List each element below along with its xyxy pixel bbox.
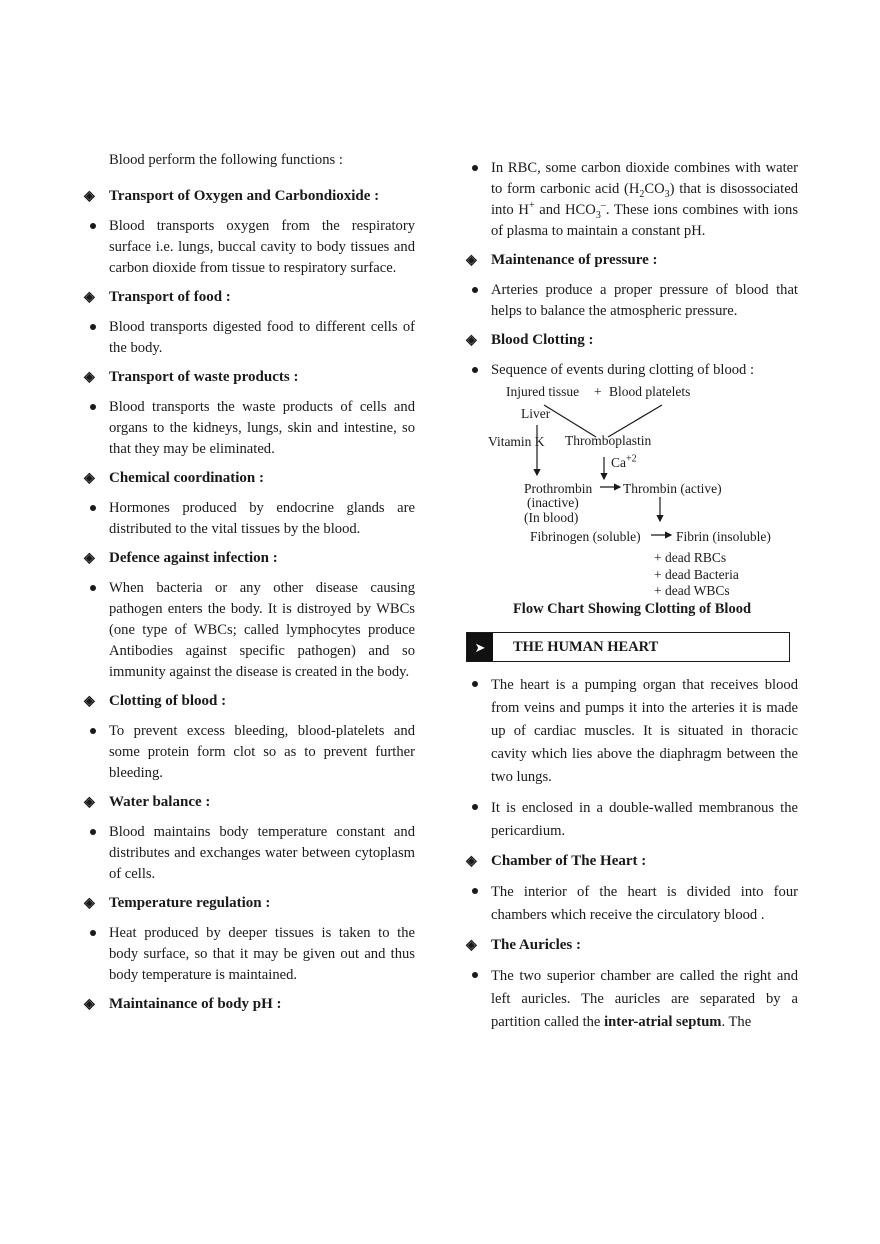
injured-tissue-label: Injured tissue <box>506 384 580 399</box>
section-heading: ◈Transport of Oxygen and Carbondioxide : <box>84 186 415 207</box>
section-heading: ◈Defence against infection : <box>84 548 415 569</box>
list-item: Hormones produced by endocrine glands ar… <box>84 498 415 540</box>
section-heading: ◈Transport of waste products : <box>84 367 415 388</box>
diamond-bullet-icon: ◈ <box>84 694 95 709</box>
diamond-bullet-icon: ◈ <box>84 370 95 385</box>
bullet-dot <box>84 578 109 683</box>
fibrin-label: Fibrin (insoluble) <box>676 529 771 544</box>
diamond-bullet-icon: ◈ <box>466 938 477 953</box>
bullet-dot <box>466 158 491 242</box>
bullet-dot <box>84 822 109 885</box>
diamond-bullet-icon: ◈ <box>84 997 95 1012</box>
diamond-bullet-icon: ◈ <box>466 854 477 869</box>
section-title-box: ➤ THE HUMAN HEART <box>466 632 790 662</box>
in-blood-label: (In blood) <box>524 510 579 525</box>
diamond-bullet-icon: ◈ <box>84 471 95 486</box>
arrow-right-icon: ➤ <box>467 633 493 661</box>
bullet-dot <box>466 965 491 1034</box>
section-heading: ◈Water balance : <box>84 792 415 813</box>
list-item: The two superior chamber are called the … <box>466 965 798 1034</box>
liver-label: Liver <box>521 406 551 421</box>
bullet-dot <box>466 797 491 843</box>
bullet-dot <box>466 360 491 381</box>
fibrinogen-label: Fibrinogen (soluble) <box>530 529 641 544</box>
platelets-to-thromboplastin-line <box>607 404 663 438</box>
bullet-dot <box>466 881 491 927</box>
list-item: Heat produced by deeper tissues is taken… <box>84 923 415 986</box>
blood-platelets-label: Blood platelets <box>609 384 691 399</box>
diamond-bullet-icon: ◈ <box>466 333 477 348</box>
list-item: It is enclosed in a double-walled membra… <box>466 797 798 843</box>
diamond-bullet-icon: ◈ <box>84 795 95 810</box>
section-heading: ◈ Blood Clotting : <box>466 330 798 351</box>
thromboplastin-label: Thromboplastin <box>565 433 652 448</box>
section-heading: ◈ Chamber of The Heart : <box>466 851 798 872</box>
dead-rbcs-label: + dead RBCs <box>654 550 727 565</box>
section-heading: ◈ Maintenance of pressure : <box>466 250 798 271</box>
thrombin-label: Thrombin (active) <box>623 481 722 496</box>
clotting-flow-chart: Injured tissue + Blood platelets Liver V… <box>466 381 798 598</box>
flow-chart-caption: Flow Chart Showing Clotting of Blood <box>512 601 752 617</box>
section-heading: ◈ The Auricles : <box>466 935 798 956</box>
prothrombin-label: Prothrombin <box>524 481 593 496</box>
section-heading: ◈Temperature regulation : <box>84 893 415 914</box>
bullet-dot <box>84 721 109 784</box>
list-item: The interior of the heart is divided int… <box>466 881 798 927</box>
left-sections: ◈Transport of Oxygen and Carbondioxide :… <box>84 186 415 1015</box>
diamond-bullet-icon: ◈ <box>84 189 95 204</box>
left-column: Blood perform the following functions : … <box>84 150 415 1024</box>
section-heading: ◈Clotting of blood : <box>84 691 415 712</box>
rbc-bullet-text: In RBC, some carbon dioxide combines wit… <box>491 160 798 239</box>
section-heading: ◈Transport of food : <box>84 287 415 308</box>
injured-to-thromboplastin-line <box>543 404 597 438</box>
dead-wbcs-label: + dead WBCs <box>654 583 730 598</box>
list-item: Blood transports the waste products of c… <box>84 397 415 460</box>
section-title: THE HUMAN HEART <box>513 638 659 655</box>
bullet-dot <box>84 397 109 460</box>
dead-bacteria-label: + dead Bacteria <box>654 567 739 582</box>
list-item: Arteries produce a proper pressure of bl… <box>466 280 798 322</box>
diamond-bullet-icon: ◈ <box>466 253 477 268</box>
intro-text: Blood perform the following functions : <box>109 152 343 168</box>
bullet-dot <box>84 216 109 279</box>
diamond-bullet-icon: ◈ <box>84 551 95 566</box>
diamond-bullet-icon: ◈ <box>84 290 95 305</box>
list-item: When bacteria or any other disease causi… <box>84 578 415 683</box>
auricles-bullet-text: The two superior chamber are called the … <box>491 968 798 1030</box>
bullet-dot <box>84 317 109 359</box>
right-column: In RBC, some carbon dioxide combines wit… <box>466 158 798 1042</box>
vitamin-k-label: Vitamin K <box>488 434 545 449</box>
list-item: To prevent excess bleeding, blood-platel… <box>84 721 415 784</box>
list-item: Blood transports digested food to differ… <box>84 317 415 359</box>
list-item: Blood maintains body temperature constan… <box>84 822 415 885</box>
bullet-dot <box>84 923 109 986</box>
bullet-dot <box>84 498 109 540</box>
section-heading: ◈Maintainance of body pH : <box>84 994 415 1015</box>
plus-sign: + <box>594 384 602 399</box>
bullet-dot <box>466 280 491 322</box>
list-item: Sequence of events during clotting of bl… <box>466 360 798 381</box>
calcium-label: Ca+2 <box>611 453 637 470</box>
flow-arrows <box>533 404 673 539</box>
bullet-dot <box>466 674 491 789</box>
list-item: In RBC, some carbon dioxide combines wit… <box>466 158 798 242</box>
list-item: The heart is a pumping organ that receiv… <box>466 674 798 789</box>
list-item: Blood transports oxygen from the respira… <box>84 216 415 279</box>
diamond-bullet-icon: ◈ <box>84 896 95 911</box>
section-heading: ◈Chemical coordination : <box>84 468 415 489</box>
inactive-label: (inactive) <box>527 495 579 510</box>
